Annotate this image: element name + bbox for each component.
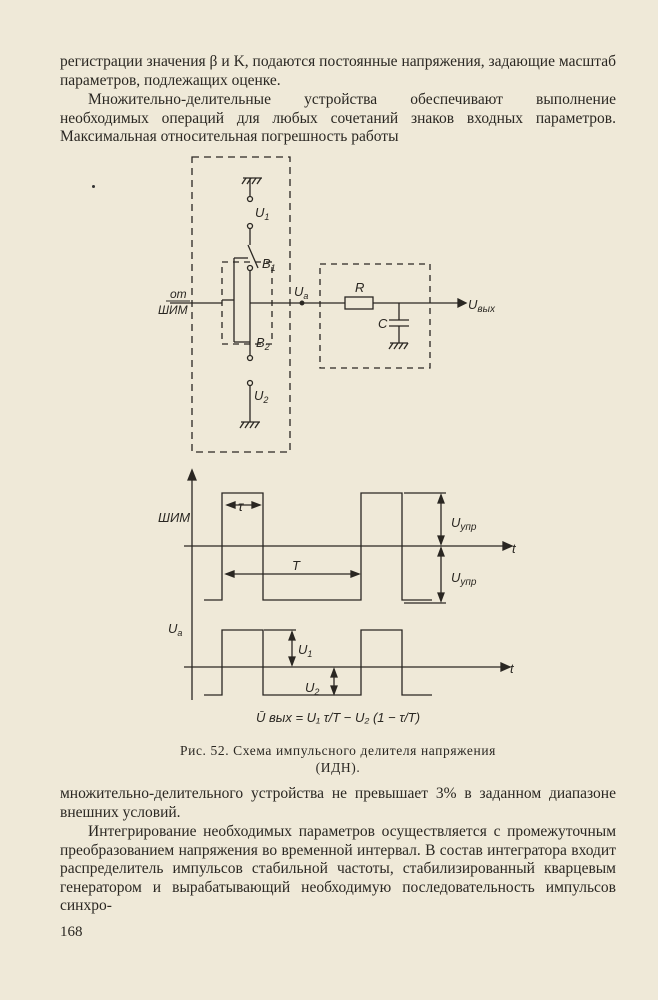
resistor (344, 296, 374, 310)
page-number: 168 (60, 924, 83, 940)
time-axis-1-label: t (512, 541, 517, 556)
output-label: Uвых (468, 297, 496, 315)
figure-caption: Рис. 52. Схема импульсного делителя напр… (60, 742, 616, 776)
paragraph-3: множительно-делительного устройства не п… (60, 785, 616, 821)
u1-source-label: U1 (255, 205, 269, 222)
shim-axis-label: ШИМ (158, 510, 190, 525)
ua-node-label: Ua (294, 284, 308, 301)
caption-line-1: Рис. 52. Схема импульсного делителя напр… (180, 743, 496, 758)
commutator-box (191, 156, 291, 453)
u2-source-label: U2 (254, 388, 268, 405)
switch-b1-label: В1 (262, 256, 276, 273)
period-label: T (292, 558, 301, 573)
paragraph-4: Интегрирование необходимых параметров ос… (60, 823, 616, 915)
resistor-label: R (355, 280, 364, 295)
uupr-top-label: Uупр (451, 515, 477, 533)
output-formula: Ū вых = U₁ τ/T − U₂ (1 − τ/T) (256, 710, 420, 725)
u1-amplitude-label: U1 (298, 642, 312, 659)
paragraph-1: регистрации значения β и K, подаются пос… (60, 53, 616, 89)
caption-line-2: (ИДН). (315, 760, 361, 775)
filter-box (319, 263, 431, 369)
capacitor-label: C (378, 316, 388, 331)
tau-label: τ (238, 498, 244, 514)
time-axis-2-label: t (510, 661, 515, 676)
ua-axis-label: Ua (168, 621, 182, 638)
paragraph-2: Множительно-делительные устройства обесп… (60, 91, 616, 146)
shim-source-label: ШИМ (158, 303, 188, 317)
print-speck (92, 185, 95, 188)
switch-b2-label: В2 (256, 335, 270, 352)
u2-amplitude-label: U2 (305, 680, 319, 697)
from-label: от (170, 287, 187, 301)
uupr-bottom-label: Uупр (451, 570, 477, 588)
